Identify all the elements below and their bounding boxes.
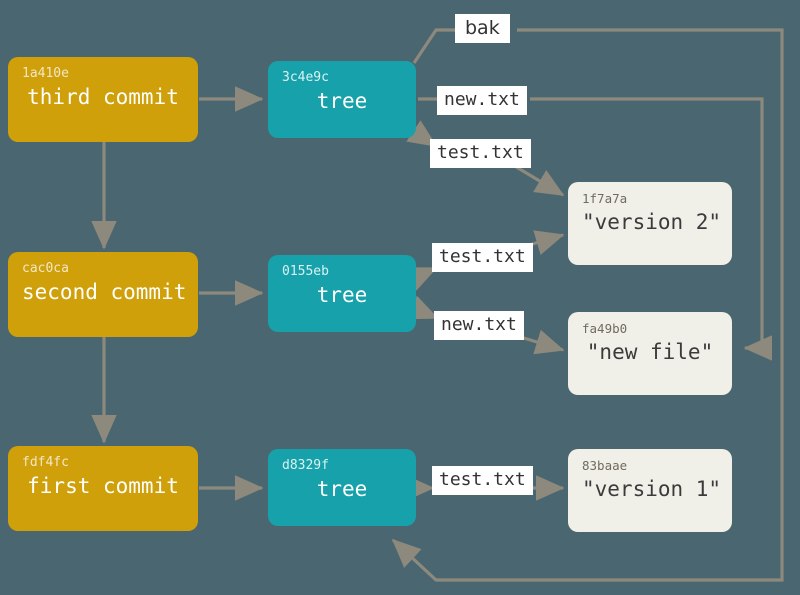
edge-tree3-testtxt-version2-b	[512, 163, 565, 197]
blob-hash: 1f7a7a	[582, 191, 628, 206]
tree-caption: tree	[316, 477, 368, 501]
commit-caption: second commit	[22, 280, 187, 304]
edge-label-new-txt-top: new.txt	[437, 86, 527, 115]
tree-hash: 0155eb	[282, 264, 329, 279]
tree-caption: tree	[316, 89, 368, 113]
edge-tree2-newtxt-newfile	[406, 295, 439, 320]
blob-node-1f7a7a[interactable]: 1f7a7a "version 2"	[568, 182, 732, 265]
commit-hash: cac0ca	[22, 261, 69, 276]
edge-label-test-txt-middle: test.txt	[432, 243, 533, 272]
commit-node-1a410e[interactable]: 1a410e third commit	[8, 57, 198, 142]
tree-node-0155eb[interactable]: 0155eb tree	[268, 255, 416, 332]
commit-node-fdf4fc[interactable]: fdf4fc first commit	[8, 446, 198, 531]
tree-hash: d8329f	[282, 458, 329, 473]
commit-hash: fdf4fc	[22, 455, 69, 470]
blob-caption: "version 2"	[582, 210, 722, 234]
tree-hash: 3c4e9c	[282, 70, 329, 85]
commit-caption: first commit	[27, 474, 179, 498]
blob-caption: "new file"	[586, 340, 714, 364]
blob-node-83baae[interactable]: 83baae "version 1"	[568, 449, 732, 532]
tree-caption: tree	[316, 283, 368, 307]
blob-hash: 83baae	[582, 458, 628, 473]
commit-node-cac0ca[interactable]: cac0ca second commit	[8, 252, 198, 337]
edge-tree3-newtxt-rail-b	[530, 97, 773, 361]
tree-node-3c4e9c[interactable]: 3c4e9c tree	[268, 61, 416, 138]
blob-node-fa49b0[interactable]: fa49b0 "new file"	[568, 312, 732, 395]
edge-label-bak: bak	[455, 14, 510, 43]
edge-label-test-txt-top: test.txt	[430, 139, 531, 168]
blob-hash: fa49b0	[582, 321, 628, 336]
edge-tree3-bak-rail-b	[391, 28, 784, 582]
blob-caption: "version 1"	[582, 477, 722, 501]
edge-label-test-txt-bottom: test.txt	[432, 466, 533, 495]
commit-hash: 1a410e	[22, 66, 69, 81]
edge-tree3-bak-rail-a	[412, 28, 458, 64]
edge-label-new-txt-middle: new.txt	[434, 311, 524, 340]
commit-caption: third commit	[27, 85, 179, 109]
tree-node-d8329f[interactable]: d8329f tree	[268, 449, 416, 526]
